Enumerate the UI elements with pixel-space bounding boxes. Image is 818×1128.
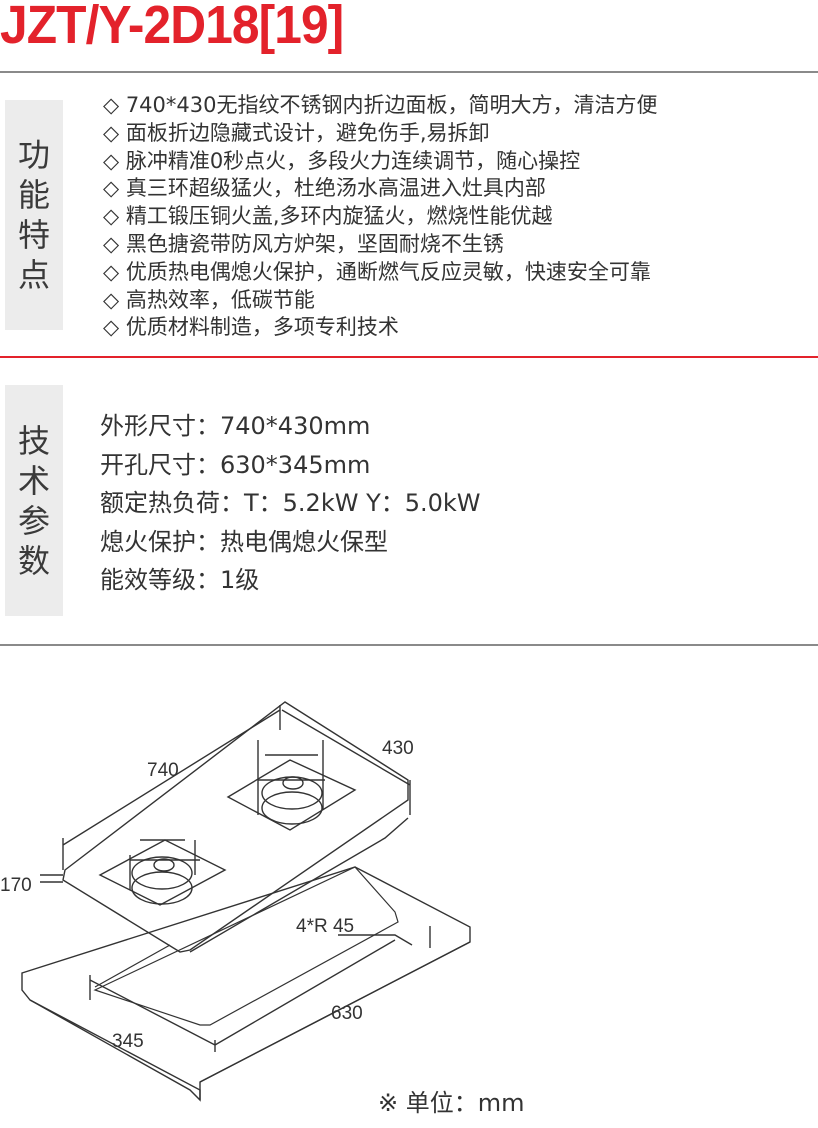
feature-item: ◇ 优质热电偶熄火保护，通断燃气反应灵敏，快速安全可靠 [103, 259, 651, 284]
dim-170 [40, 874, 63, 883]
countertop-edge [29, 941, 471, 1100]
countertop [21, 866, 471, 1102]
spec-item: 开孔尺寸：630*345mm [100, 450, 371, 479]
feature-item: ◇ 优质材料制造，多项专利技术 [103, 315, 399, 340]
dim-width-label: 740 [147, 760, 179, 781]
dim-cut-depth-label: 345 [112, 1031, 144, 1052]
feature-item: ◇ 高热效率，低碳节能 [103, 287, 315, 312]
heading-char: 能 [17, 176, 50, 214]
feature-item: ◇ 精工锻压铜火盖,多环内旋猛火，燃烧性能优越 [103, 204, 553, 229]
panel [62, 701, 409, 953]
dim-cut [89, 939, 396, 1052]
burner-right [226, 740, 357, 831]
cutout [93, 866, 399, 1026]
spec-item: 能效等级：1级 [100, 566, 260, 595]
cooktop-dimension-drawing [21, 701, 471, 1102]
feature-item: ◇ 面板折边隐藏式设计，避免伤手,易拆卸 [103, 120, 490, 145]
heading-char: 参 [17, 501, 50, 540]
spec-item: 熄火保护：热电偶熄火保型 [100, 527, 388, 556]
dim-cut-width-label: 630 [331, 1003, 363, 1024]
panel-fold [189, 817, 409, 953]
feature-item: ◇ 真三环超级猛火，杜绝汤水高温进入灶具内部 [103, 176, 546, 201]
dim-430 [281, 709, 411, 815]
burner-left [98, 839, 227, 906]
heading-char: 术 [17, 461, 50, 500]
heading-char: 技 [17, 421, 50, 460]
spec-item: 外形尺寸：740*430mm [100, 412, 371, 440]
heading-char: 点 [17, 256, 50, 294]
model-title: JZT/Y-2D18[19] [0, 0, 344, 55]
dim-r45 [338, 926, 431, 948]
dim-radius-label: 4*R 45 [296, 916, 355, 937]
specs-heading: 技 术 参 数 [5, 385, 63, 616]
dim-740 [62, 705, 281, 870]
specs-list: 外形尺寸：740*430mm 开孔尺寸：630*345mm 额定热负荷：T：5.… [100, 407, 481, 600]
features-heading: 功 能 特 点 [5, 100, 63, 330]
heading-char: 数 [17, 541, 50, 580]
divider [0, 71, 818, 73]
feature-item: ◇ 脉冲精准0秒点火，多段火力连续调节，随心操控 [103, 148, 581, 173]
dim-depth-label: 430 [382, 738, 414, 759]
spec-item: 额定热负荷：T：5.2kW Y：5.0kW [100, 489, 481, 518]
heading-char: 功 [17, 136, 50, 174]
features-list: ◇ 740*430无指纹不锈钢内折边面板，简明大方，清洁方便 ◇ 面板折边隐藏式… [103, 92, 658, 342]
heading-char: 特 [17, 216, 50, 254]
divider [0, 644, 818, 646]
dim-height-label: 170 [0, 875, 32, 896]
divider-red [0, 356, 818, 358]
feature-item: ◇ 740*430无指纹不锈钢内折边面板，简明大方，清洁方便 [103, 93, 658, 117]
feature-item: ◇ 黑色搪瓷带防风方炉架，坚固耐烧不生锈 [103, 231, 504, 256]
unit-note: ※ 单位：mm [378, 1089, 525, 1117]
